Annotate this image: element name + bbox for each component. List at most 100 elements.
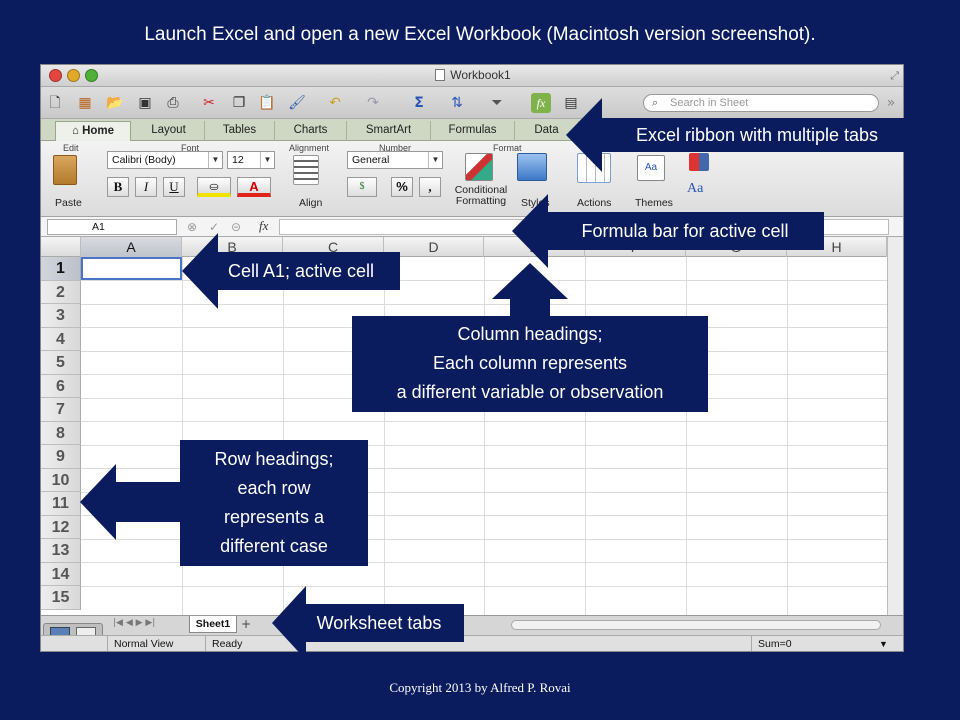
column-header-c[interactable]: C — [283, 237, 384, 257]
close-window-button[interactable] — [49, 69, 62, 82]
filter-icon[interactable]: ⏷ — [491, 95, 503, 111]
cancel-entry-icon[interactable]: ⊗ — [187, 220, 198, 234]
copy-icon[interactable]: ❐ — [232, 95, 246, 111]
row-header-7[interactable]: 7 — [41, 398, 81, 422]
row-header-3[interactable]: 3 — [41, 304, 81, 328]
underline-button[interactable]: U — [163, 177, 185, 197]
add-sheet-button[interactable]: + — [241, 617, 252, 631]
autosum-icon[interactable]: Σ — [414, 95, 424, 111]
sheet-tab-sheet1[interactable]: Sheet1 — [189, 616, 237, 633]
status-sum[interactable]: Sum=0 — [751, 636, 901, 651]
row-header-15[interactable]: 15 — [41, 586, 81, 610]
callout-row-line-1: Row headings; — [214, 449, 334, 469]
callout-worksheet-tabs: Worksheet tabs — [294, 604, 464, 642]
new-workbook-icon[interactable]: 🗋 — [49, 95, 61, 111]
tab-layout[interactable]: Layout — [133, 121, 205, 141]
conditional-formatting-icon[interactable] — [465, 153, 493, 181]
sort-icon[interactable]: ⇅ — [451, 95, 463, 111]
fill-color-button[interactable]: ⛀ — [197, 177, 231, 197]
align-label[interactable]: Align — [299, 197, 323, 209]
font-name-select[interactable]: Calibri (Body)▼ — [107, 151, 223, 169]
zoom-window-button[interactable] — [85, 69, 98, 82]
styles-icon[interactable] — [517, 153, 547, 181]
font-size-select[interactable]: 12▼ — [227, 151, 275, 169]
minimize-window-button[interactable] — [67, 69, 80, 82]
row-header-1[interactable]: 1 — [41, 257, 81, 281]
gridline — [384, 257, 385, 615]
column-header-d[interactable]: D — [384, 237, 484, 257]
tab-charts[interactable]: Charts — [275, 121, 347, 141]
row-header-6[interactable]: 6 — [41, 374, 81, 398]
tab-tables[interactable]: Tables — [205, 121, 275, 141]
comma-button[interactable]: , — [419, 177, 441, 197]
insert-function-oval-icon[interactable]: ⊝ — [231, 220, 242, 234]
bold-button[interactable]: B — [107, 177, 129, 197]
confirm-entry-icon[interactable]: ✓ — [209, 220, 220, 234]
save-icon[interactable]: ▣ — [138, 95, 152, 111]
worksheet-grid[interactable]: A B C D E F G H 1 2 3 4 5 6 7 8 9 10 11 … — [41, 237, 887, 615]
row-header-13[interactable]: 13 — [41, 539, 81, 563]
search-placeholder: Search in Sheet — [670, 97, 749, 109]
number-format-select[interactable]: General▼ — [347, 151, 443, 169]
undo-icon[interactable]: ↶ — [329, 95, 341, 111]
column-header-b[interactable]: B — [182, 237, 283, 257]
tab-formulas[interactable]: Formulas — [431, 121, 515, 141]
status-view: Normal View — [107, 636, 205, 651]
paste-toolbar-icon[interactable]: 📋 — [258, 95, 276, 111]
search-input[interactable]: ⌕Search in Sheet — [643, 94, 879, 112]
status-bar: Normal View Ready Sum=0 ▼ — [41, 635, 903, 651]
fx-icon[interactable]: fx — [259, 218, 269, 233]
callout-ribbon: Excel ribbon with multiple tabs — [602, 118, 912, 152]
row-header-5[interactable]: 5 — [41, 351, 81, 375]
column-header-h[interactable]: H — [787, 237, 887, 257]
conditional-formatting-label[interactable]: Conditional Formatting — [454, 184, 508, 207]
italic-button[interactable]: I — [135, 177, 157, 197]
sheet-nav-icon[interactable]: |◀ ◀ ▶ ▶| — [113, 618, 156, 628]
formula-builder-icon[interactable]: fx — [531, 93, 551, 113]
callout-row-line-4: different case — [220, 536, 328, 556]
currency-button[interactable]: $ — [347, 177, 377, 197]
theme-colors-icon[interactable] — [689, 153, 709, 171]
align-icon[interactable] — [293, 155, 319, 185]
row-header-2[interactable]: 2 — [41, 280, 81, 304]
column-header-a[interactable]: A — [81, 237, 182, 257]
paste-label[interactable]: Paste — [55, 197, 82, 209]
active-cell-a1[interactable] — [81, 257, 182, 280]
row-header-9[interactable]: 9 — [41, 445, 81, 469]
callout-row-arrow — [80, 464, 116, 540]
actions-label[interactable]: Actions — [577, 197, 612, 209]
fullscreen-icon[interactable]: ⤢ — [890, 69, 899, 82]
font-color-button[interactable]: A — [237, 177, 271, 197]
templates-icon[interactable]: ▦ — [78, 95, 92, 111]
title-bar: Workbook1 ⤢ — [41, 65, 903, 87]
status-sum-dropdown-icon[interactable]: ▼ — [879, 639, 888, 649]
group-alignment-header: Alignment — [289, 143, 330, 153]
standard-toolbar: 🗋 ▦ 📂 ▣ ⎙ ✂ ❐ 📋 🖌 ↶ ↷ Σ ⇅ ⏷ fx ▤ ⌕Search… — [41, 87, 903, 119]
tab-home[interactable]: ⌂ Home — [55, 121, 131, 141]
toolbar-overflow-icon[interactable]: » — [886, 95, 896, 111]
redo-icon[interactable]: ↷ — [367, 95, 379, 111]
open-icon[interactable]: 📂 — [106, 95, 124, 111]
paste-icon[interactable] — [53, 155, 77, 185]
theme-fonts-label[interactable]: Aa — [687, 181, 704, 196]
percent-button[interactable]: % — [391, 177, 413, 197]
window-title-text: Workbook1 — [450, 68, 511, 82]
row-header-10[interactable]: 10 — [41, 468, 81, 492]
row-header-4[interactable]: 4 — [41, 327, 81, 351]
row-header-14[interactable]: 14 — [41, 562, 81, 586]
themes-label[interactable]: Themes — [635, 197, 673, 209]
select-all-corner[interactable] — [41, 237, 81, 257]
tab-smartart[interactable]: SmartArt — [347, 121, 431, 141]
gridline — [787, 257, 788, 615]
themes-icon[interactable]: Aa — [637, 155, 665, 181]
gridline — [283, 257, 284, 615]
print-icon[interactable]: ⎙ — [167, 95, 179, 111]
row-header-12[interactable]: 12 — [41, 515, 81, 539]
row-header-8[interactable]: 8 — [41, 421, 81, 445]
vertical-scrollbar[interactable] — [887, 237, 903, 615]
format-painter-icon[interactable]: 🖌 — [288, 95, 306, 111]
cut-icon[interactable]: ✂ — [203, 95, 215, 111]
name-box[interactable]: A1 — [47, 219, 177, 235]
horizontal-scrollbar[interactable] — [511, 620, 881, 630]
row-header-11[interactable]: 11 — [41, 492, 81, 516]
